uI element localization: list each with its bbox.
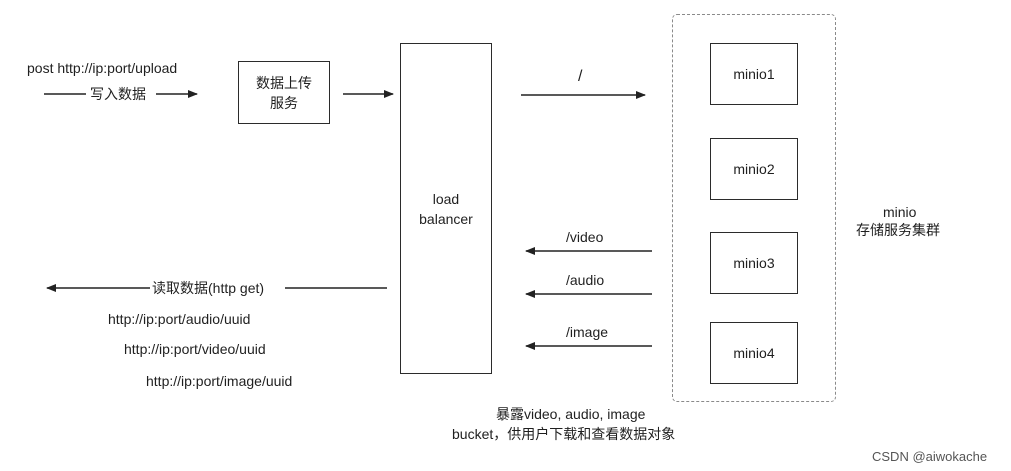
root-route-label: /: [578, 68, 583, 85]
load-balancer-line1: load: [432, 190, 460, 207]
read-data-label: 读取数据(http get): [152, 280, 265, 296]
read-url-audio: http://ip:port/audio/uuid: [108, 311, 251, 327]
csdn-watermark: CSDN @aiwokache: [872, 449, 988, 464]
minio-cluster-boundary: [672, 14, 836, 402]
minio-node-2: minio2: [710, 138, 798, 200]
upload-service-line2: 服务: [270, 94, 298, 111]
write-data-label: 写入数据: [90, 86, 146, 102]
read-url-video: http://ip:port/video/uuid: [124, 341, 266, 357]
upload-request-label: post http://ip:port/upload: [27, 60, 178, 76]
minio-node-4: minio4: [710, 322, 798, 384]
cluster-label-line1: minio: [883, 204, 917, 220]
read-url-image: http://ip:port/image/uuid: [146, 373, 293, 389]
image-route-label: /image: [566, 324, 609, 340]
load-balancer-box: load balancer: [400, 43, 492, 374]
minio-node-1: minio1: [710, 43, 798, 105]
cluster-label-line2: 存储服务集群: [856, 222, 940, 238]
video-route-label: /video: [566, 229, 604, 245]
minio-node-3: minio3: [710, 232, 798, 294]
upload-service-line1: 数据上传: [256, 74, 312, 91]
audio-route-label: /audio: [566, 272, 605, 288]
load-balancer-line2: balancer: [419, 210, 473, 227]
bucket-note-line2: bucket，供用户下载和查看数据对象: [452, 426, 676, 442]
upload-service-box: 数据上传 服务: [238, 61, 330, 124]
bucket-note-line1: 暴露video, audio, image: [496, 406, 646, 422]
